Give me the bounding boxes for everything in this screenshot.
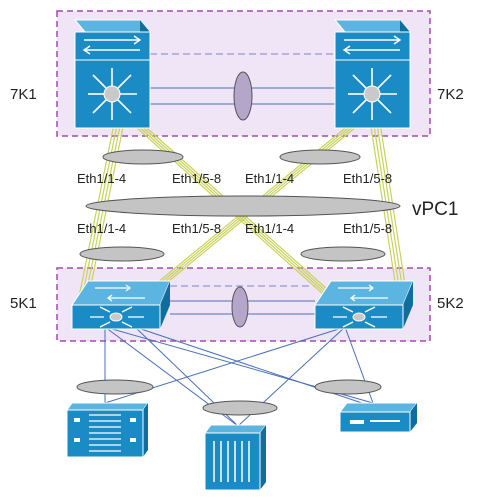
port-label: Eth1/1-4 [77,171,126,186]
server-portchannel-left [76,379,154,395]
port-label: Eth1/5-8 [172,171,221,186]
vpc1-ellipse [85,195,401,217]
uplink-line [377,127,405,297]
appliance-server-icon[interactable] [338,402,419,433]
device-label-5k1: 5K1 [10,295,37,312]
portchannel-ellipse-5k1 [79,246,165,262]
port-label: Eth1/5-8 [172,221,221,236]
uplink-line [370,127,398,297]
device-label-7k2: 7K2 [437,86,464,103]
access-peer-link-bundle [231,286,249,328]
tower-server-icon[interactable] [204,424,267,491]
server-portchannel-middle [202,400,278,416]
core-peer-link [150,53,337,121]
port-label: Eth1/1-4 [77,221,126,236]
portchannel-ellipse-7k2 [279,149,361,165]
portchannel-ellipse-5k2 [300,246,386,262]
portchannel-ellipse-7k1 [102,149,184,165]
core-peer-link-bundle [233,71,253,121]
blade-server-icon[interactable] [66,402,149,458]
device-label-5k2: 5K2 [437,295,464,312]
server-portchannel-right [314,379,382,395]
port-label: Eth1/5-8 [343,221,392,236]
uplink-line [373,127,401,297]
port-label: Eth1/5-8 [343,171,392,186]
nexus-5000-icon[interactable] [314,280,414,330]
device-label-7k1: 7K1 [10,86,37,103]
nexus-7000-icon[interactable] [73,19,152,129]
nexus-7000-icon[interactable] [333,19,412,129]
nexus-5000-icon[interactable] [71,280,171,330]
port-label: Eth1/1-4 [245,221,294,236]
vpc-label: vPC1 [412,199,458,220]
access-peer-link [170,285,315,328]
uplink-line [380,127,408,297]
port-label: Eth1/1-4 [245,171,294,186]
